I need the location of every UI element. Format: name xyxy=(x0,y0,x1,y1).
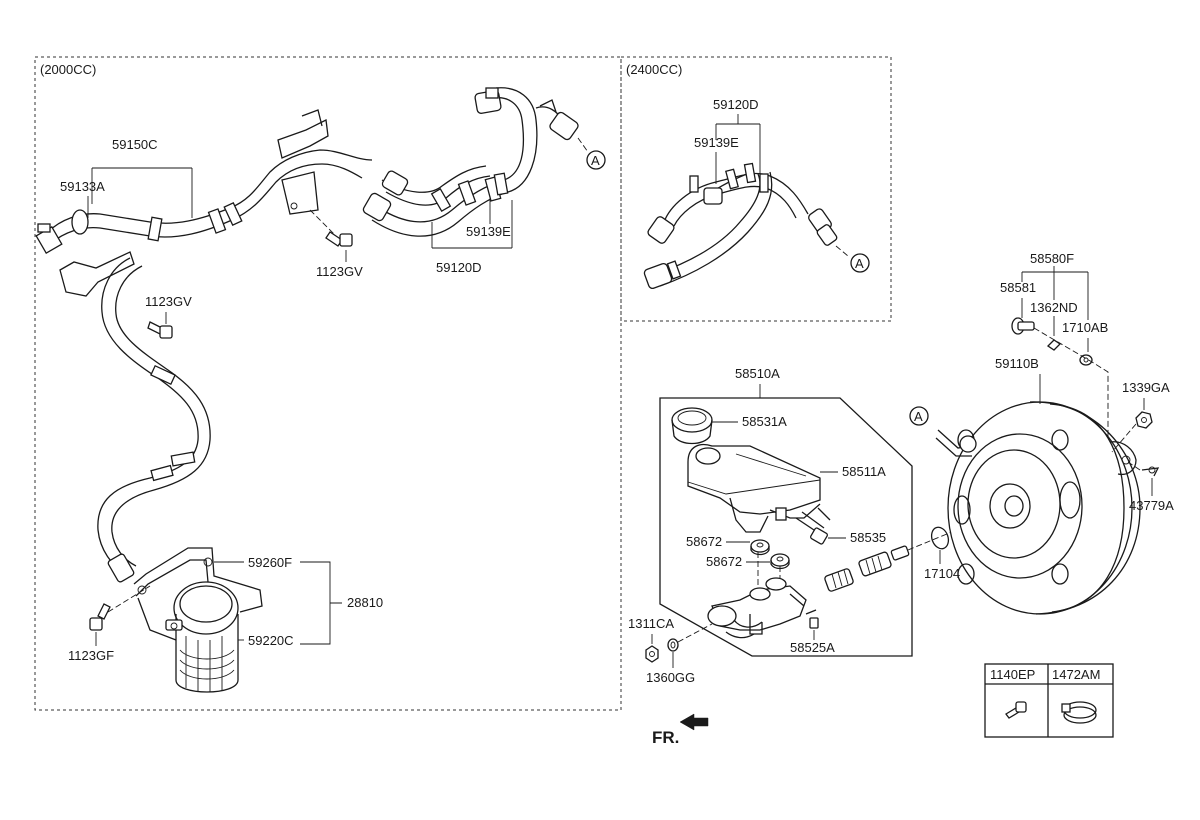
bolt-1123gv-upper xyxy=(309,209,353,247)
label-58581: 58581 xyxy=(1000,280,1036,295)
svg-text:A: A xyxy=(855,256,864,271)
grommet-58672-upper xyxy=(750,539,770,556)
brake-fluid-reservoir xyxy=(687,443,821,533)
label-1311ca: 1311CA xyxy=(628,616,674,631)
svg-text:A: A xyxy=(591,153,600,168)
section-2000cc-box xyxy=(34,56,622,711)
clevis-pin-58581 xyxy=(1011,317,1035,335)
label-17104: 17104 xyxy=(924,566,960,581)
label-58531a: 58531A xyxy=(742,414,787,429)
legend-col-1472am: 1472AM xyxy=(1052,667,1100,682)
hose-clamp-icon xyxy=(1061,701,1097,724)
fastener-legend-table: 1140EP 1472AM xyxy=(984,663,1114,738)
connector-marker-a-booster: A xyxy=(909,406,929,426)
label-1123gv-upper: 1123GV xyxy=(316,264,363,279)
bolt-icon xyxy=(1005,701,1027,719)
label-1339ga: 1339GA xyxy=(1122,380,1170,395)
label-59120d-2000cc: 59120D xyxy=(436,260,482,275)
label-58580f: 58580F xyxy=(1030,251,1074,266)
label-1123gf: 1123GF xyxy=(68,648,114,663)
bolt-1123gf xyxy=(89,585,151,631)
nut-1339ga xyxy=(1135,411,1153,429)
label-59150c: 59150C xyxy=(112,137,158,152)
label-58535: 58535 xyxy=(850,530,886,545)
label-58525a: 58525A xyxy=(790,640,835,655)
front-label: FR. xyxy=(652,728,679,747)
front-indicator: FR. xyxy=(652,713,709,747)
svg-text:A: A xyxy=(914,409,923,424)
screw-58525a xyxy=(805,609,819,629)
label-59139e-2400cc: 59139E xyxy=(694,135,739,150)
connector-marker-a-2000cc: A xyxy=(586,150,606,170)
vacuum-hose-assembly-2000cc xyxy=(35,109,373,583)
bolt-1123gv-lower xyxy=(147,321,173,339)
clip-1362nd xyxy=(1046,339,1062,351)
legend-col-1140ep: 1140EP xyxy=(990,667,1035,682)
master-cylinder-body xyxy=(707,577,807,639)
pushrod-seal-set xyxy=(824,545,910,592)
section-2400cc-box xyxy=(620,56,892,322)
label-58510a: 58510A xyxy=(735,366,780,381)
section-2400cc-label: (2400CC) xyxy=(626,62,682,77)
label-1710ab: 1710AB xyxy=(1062,320,1108,335)
reservoir-cap xyxy=(671,407,713,445)
label-58672-lower: 58672 xyxy=(706,554,742,569)
label-1123gv-lower: 1123GV xyxy=(145,294,192,309)
label-28810: 28810 xyxy=(347,595,383,610)
washer-1360gg xyxy=(667,638,679,652)
section-2000cc-label: (2000CC) xyxy=(40,62,96,77)
connector-marker-a-2400cc: A xyxy=(850,253,870,273)
label-59220c: 59220C xyxy=(248,633,294,648)
washer-1710ab xyxy=(1079,354,1093,366)
label-1362nd: 1362ND xyxy=(1030,300,1078,315)
label-59110b: 59110B xyxy=(995,356,1039,371)
label-59133a: 59133A xyxy=(60,179,105,194)
o-ring-17104 xyxy=(930,526,950,550)
nut-1311ca xyxy=(645,645,659,663)
label-59139e-2000cc: 59139E xyxy=(466,224,511,239)
brake-booster xyxy=(935,401,1141,615)
label-58672-upper: 58672 xyxy=(686,534,722,549)
label-59120d-2400cc: 59120D xyxy=(713,97,759,112)
secondary-air-pump xyxy=(133,547,263,693)
hose-assembly-2400cc xyxy=(643,162,849,290)
front-arrow-icon xyxy=(679,713,709,731)
master-cylinder-group-box xyxy=(659,397,913,657)
label-59260f: 59260F xyxy=(248,555,292,570)
label-43779a: 43779A xyxy=(1129,498,1174,513)
label-58511a: 58511A xyxy=(842,464,886,479)
hose-59120d-2000cc xyxy=(362,87,589,237)
label-1360gg: 1360GG xyxy=(646,670,695,685)
pin-43779a xyxy=(1141,466,1160,477)
fitting-58535 xyxy=(795,507,831,545)
